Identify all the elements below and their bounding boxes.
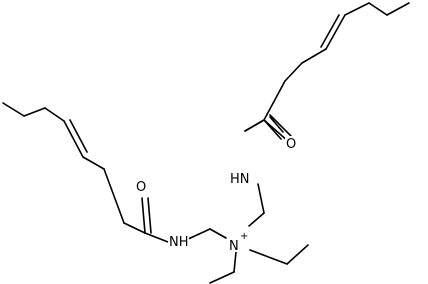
bond — [286, 244, 309, 265]
bond — [233, 251, 237, 273]
left-octenoyl-chain — [2, 102, 169, 243]
double-bond — [69, 119, 88, 153]
right-octenoyl-chain — [244, 2, 410, 143]
bond — [185, 228, 211, 241]
bond — [144, 232, 169, 243]
double-bond — [325, 14, 346, 50]
bond — [263, 119, 290, 143]
bond — [386, 2, 410, 16]
bond — [257, 183, 265, 214]
left-carbonyl-oxygen: O — [136, 180, 146, 195]
bond — [269, 114, 292, 137]
bond — [44, 107, 65, 122]
double-bond — [147, 197, 152, 234]
bond — [249, 249, 288, 265]
bond — [209, 228, 227, 239]
double-bond — [63, 120, 84, 158]
double-bond — [320, 14, 340, 48]
bond — [103, 168, 125, 224]
bond — [244, 119, 265, 132]
left-amide-nitrogen: NH — [169, 235, 189, 250]
double-bond — [141, 197, 146, 234]
bond — [248, 212, 265, 227]
bond — [263, 80, 286, 121]
bond — [368, 2, 388, 16]
bond — [82, 156, 105, 170]
bond — [344, 2, 370, 16]
bond — [23, 107, 46, 117]
right-carbonyl-oxygen: O — [286, 137, 296, 152]
bond — [123, 222, 146, 234]
quaternary-nitrogen: N — [229, 239, 239, 254]
bond — [284, 62, 303, 82]
right-amide-nitrogen: HN — [230, 172, 250, 187]
positive-charge: + — [240, 231, 248, 242]
bond — [301, 48, 327, 64]
bond — [2, 102, 25, 117]
atom-labels: O HN O NH N + — [135, 136, 299, 254]
bond — [269, 116, 284, 133]
quaternary-ammonium-core — [185, 119, 309, 284]
bond — [209, 271, 235, 284]
